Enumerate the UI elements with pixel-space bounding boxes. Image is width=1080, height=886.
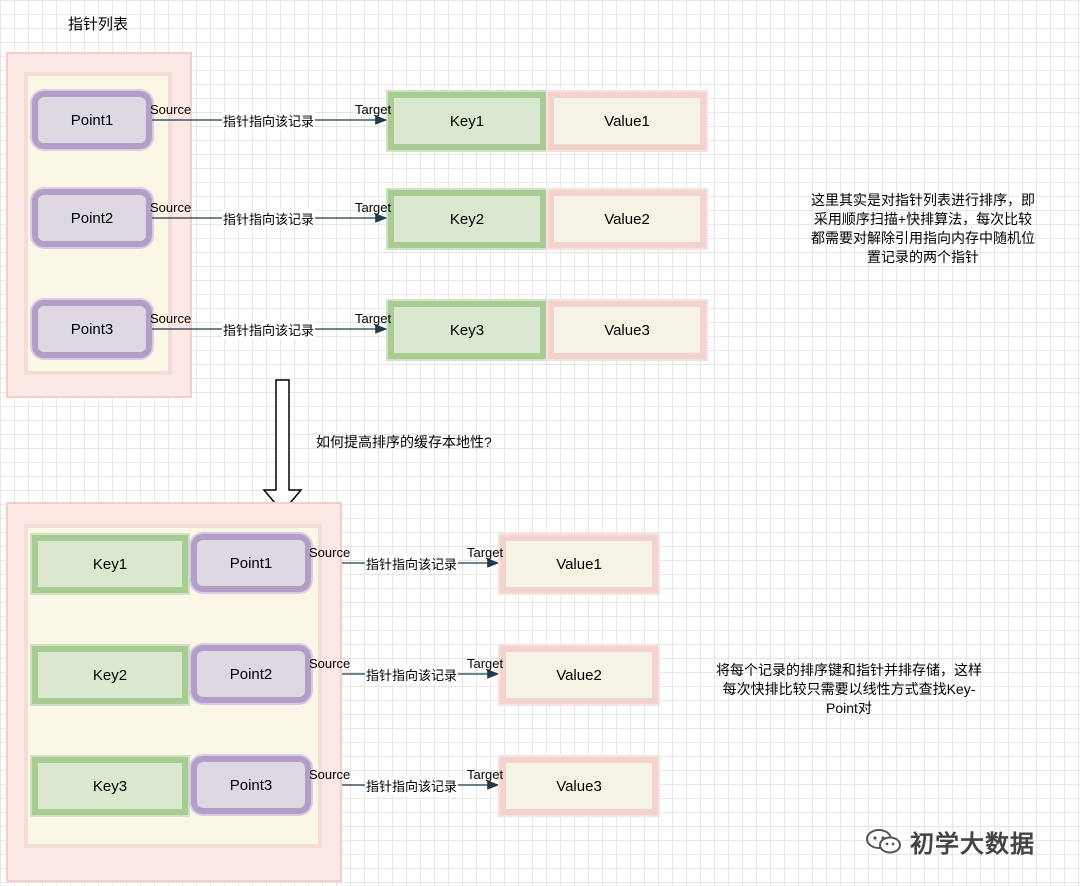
bottom-explanation-note: 将每个记录的排序键和指针并排存储，这样 每次快排比较只需要以线性方式查找Key-… (690, 661, 1008, 718)
top-value2-node: Value2 (548, 190, 706, 248)
top-explanation-note: 这里其实是对指针列表进行排序，即 采用顺序扫描+快排算法，每次比较 都需要对解除… (792, 191, 1054, 267)
bottom-key3-node: Key3 (32, 757, 188, 815)
down-arrow-icon (262, 379, 303, 514)
bottom-edge-label-3: 指针指向该记录 (365, 776, 459, 795)
top-value1-node: Value1 (548, 92, 706, 150)
top-point2-node: Point2 (32, 189, 152, 247)
top-source-label-2: Source (150, 200, 192, 215)
top-key2-node: Key2 (388, 190, 546, 248)
top-point3-node: Point3 (32, 300, 152, 358)
top-note-line-3: 都需要对解除引用指向内存中随机位 (811, 230, 1035, 246)
top-key1-node: Key1 (388, 92, 546, 150)
top-source-label-3: Source (150, 311, 192, 326)
top-value3-node: Value3 (548, 301, 706, 359)
top-target-label-2: Target (355, 200, 392, 215)
bottom-target-label-1: Target (467, 545, 504, 560)
top-note-line-1: 这里其实是对指针列表进行排序，即 (811, 192, 1035, 208)
watermark: 初学大数据 (864, 824, 1035, 859)
top-source-label-1: Source (150, 102, 192, 117)
bottom-edge-label-1: 指针指向该记录 (365, 554, 459, 573)
bottom-value2-node: Value2 (500, 646, 658, 704)
top-note-line-2: 采用顺序扫描+快排算法，每次比较 (813, 211, 1033, 227)
bottom-target-label-3: Target (467, 767, 504, 782)
bottom-value1-node: Value1 (500, 535, 658, 593)
bottom-note-line-3: Point对 (826, 700, 872, 716)
top-target-label-1: Target (355, 102, 392, 117)
bottom-edge-label-2: 指针指向该记录 (365, 665, 459, 684)
bottom-source-label-2: Source (309, 656, 351, 671)
bottom-point3-node: Point3 (191, 756, 311, 814)
top-target-label-3: Target (355, 311, 392, 326)
top-edge-label-3: 指针指向该记录 (222, 320, 316, 339)
top-key3-node: Key3 (388, 301, 546, 359)
bottom-source-label-3: Source (309, 767, 351, 782)
bottom-point2-node: Point2 (191, 645, 311, 703)
bottom-point1-node: Point1 (191, 534, 311, 592)
bottom-value3-node: Value3 (500, 757, 658, 815)
cache-locality-question: 如何提高排序的缓存本地性? (316, 434, 492, 450)
top-edge-label-1: 指针指向该记录 (222, 111, 316, 130)
bottom-source-label-1: Source (309, 545, 351, 560)
top-point1-node: Point1 (32, 91, 152, 149)
bottom-note-line-2: 每次快排比较只需要以线性方式查找Key- (722, 681, 976, 697)
bottom-key1-node: Key1 (32, 535, 188, 593)
top-note-line-4: 置记录的两个指针 (867, 249, 979, 265)
bottom-note-line-1: 将每个记录的排序键和指针并排存储，这样 (716, 662, 982, 678)
wechat-icon (866, 828, 901, 853)
watermark-text: 初学大数据 (910, 831, 1035, 858)
bottom-key2-node: Key2 (32, 646, 188, 704)
top-edge-label-2: 指针指向该记录 (222, 209, 316, 228)
pointer-list-title: 指针列表 (68, 16, 129, 33)
bottom-target-label-2: Target (467, 656, 504, 671)
